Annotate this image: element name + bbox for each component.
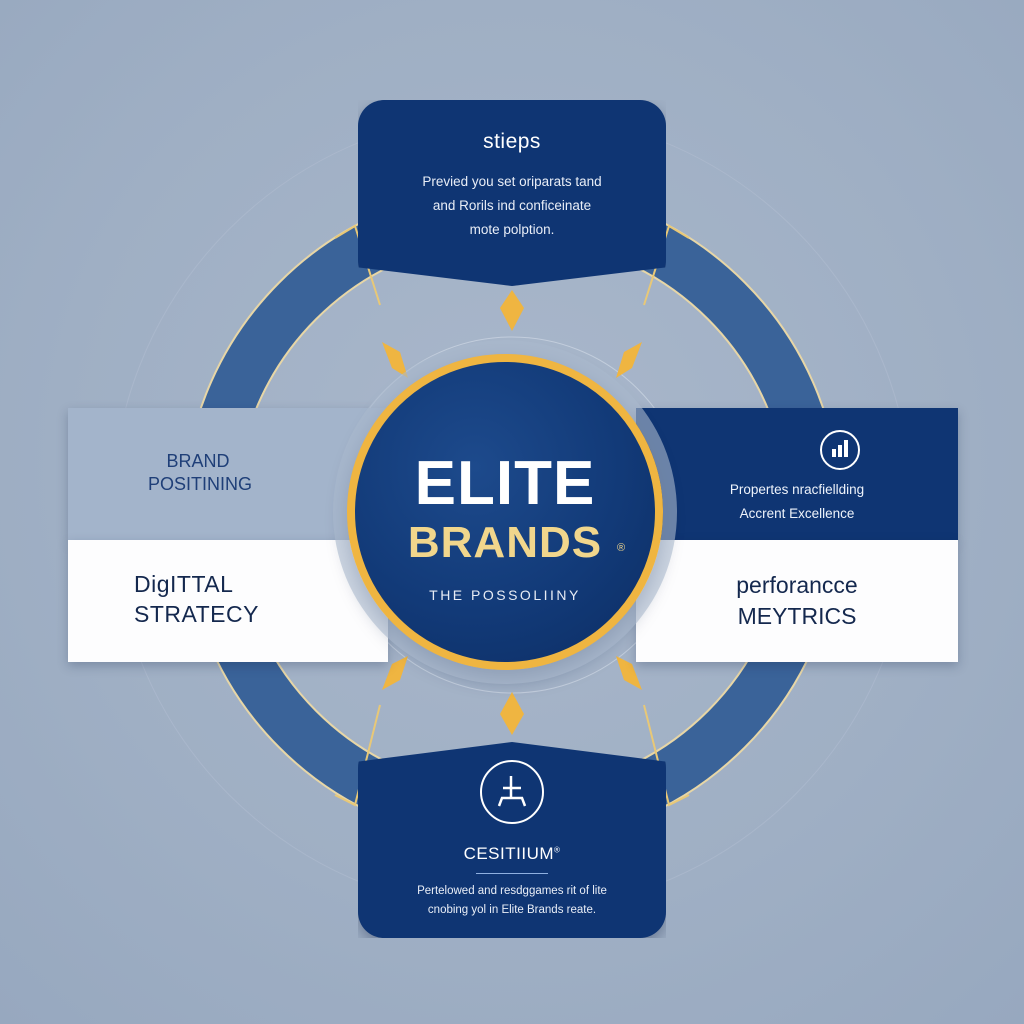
steps-body-line-3: mote polption.	[469, 222, 555, 237]
diamond-tl-icon	[382, 342, 408, 378]
diamond-bl-icon	[382, 656, 408, 690]
performance-line-1: perforancce	[736, 572, 858, 598]
cesitium-divider	[476, 873, 548, 874]
diamond-bottom-icon	[500, 692, 524, 735]
brand-positioning-line-1: BRAND	[166, 451, 230, 471]
emblem-tagline: THE POSSOLIINY	[429, 587, 581, 603]
steps-body-line-1: Previed you set oriparats tand	[422, 174, 602, 189]
pillar-monument-icon	[480, 760, 544, 824]
excellence-line-2: Accrent Excellence	[739, 506, 855, 521]
gold-connector-lines	[334, 224, 690, 807]
emblem-title-elite: ELITE	[414, 449, 596, 518]
digital-strategy-label: DigITTAL STRATECY	[134, 570, 259, 630]
excellence-panel: Propertes nracfiellding Accrent Excellen…	[636, 408, 958, 540]
cesitium-body-line-1: Pertelowed and resdggames rit of lite	[417, 885, 607, 897]
excellence-text: Propertes nracfiellding Accrent Excellen…	[636, 478, 958, 526]
cesitium-card: CESITIIUM® Pertelowed and resdggames rit…	[358, 742, 666, 938]
performance-metrics-label: perforancce MEYTRICS	[636, 570, 958, 632]
registered-mark: ®	[617, 542, 626, 554]
diamond-br-icon	[616, 656, 642, 690]
bar-chart-icon	[820, 430, 860, 470]
brand-positioning-label: BRAND POSITINING	[148, 450, 253, 497]
steps-card: stieps Previed you set oriparats tand an…	[358, 100, 666, 286]
digital-strategy-line-1: DigITTAL	[134, 571, 234, 597]
diamond-top-icon	[500, 290, 524, 331]
performance-metrics-panel: perforancce MEYTRICS	[636, 540, 958, 662]
cesitium-registered-mark: ®	[554, 845, 561, 855]
brand-positioning-panel: BRAND POSITINING	[68, 408, 388, 540]
steps-card-title: stieps	[483, 130, 541, 153]
cesitium-body-line-2: cnobing yol in Elite Brands reate.	[427, 904, 597, 916]
cesitium-body: Pertelowed and resdggames rit of lite cn…	[388, 882, 636, 920]
elite-brands-emblem: ELITE BRANDS ® THE POSSOLIINY	[347, 354, 663, 670]
emblem-title-brands: BRANDS	[407, 518, 603, 567]
excellence-line-1: Propertes nracfiellding	[729, 482, 865, 497]
diamond-tr-icon	[616, 342, 642, 378]
brand-positioning-line-2: POSITINING	[148, 474, 253, 495]
cesitium-title-text: CESITIIUM	[463, 844, 555, 863]
performance-line-2: MEYTRICS	[737, 603, 857, 629]
steps-body-line-2: and Rorils ind conficeinate	[432, 198, 592, 213]
steps-card-body: Previed you set oriparats tand and Roril…	[398, 170, 626, 242]
digital-strategy-panel: DigITTAL STRATECY	[68, 540, 388, 662]
digital-strategy-line-2: STRATECY	[134, 600, 259, 627]
cesitium-title: CESITIIUM®	[358, 844, 666, 864]
